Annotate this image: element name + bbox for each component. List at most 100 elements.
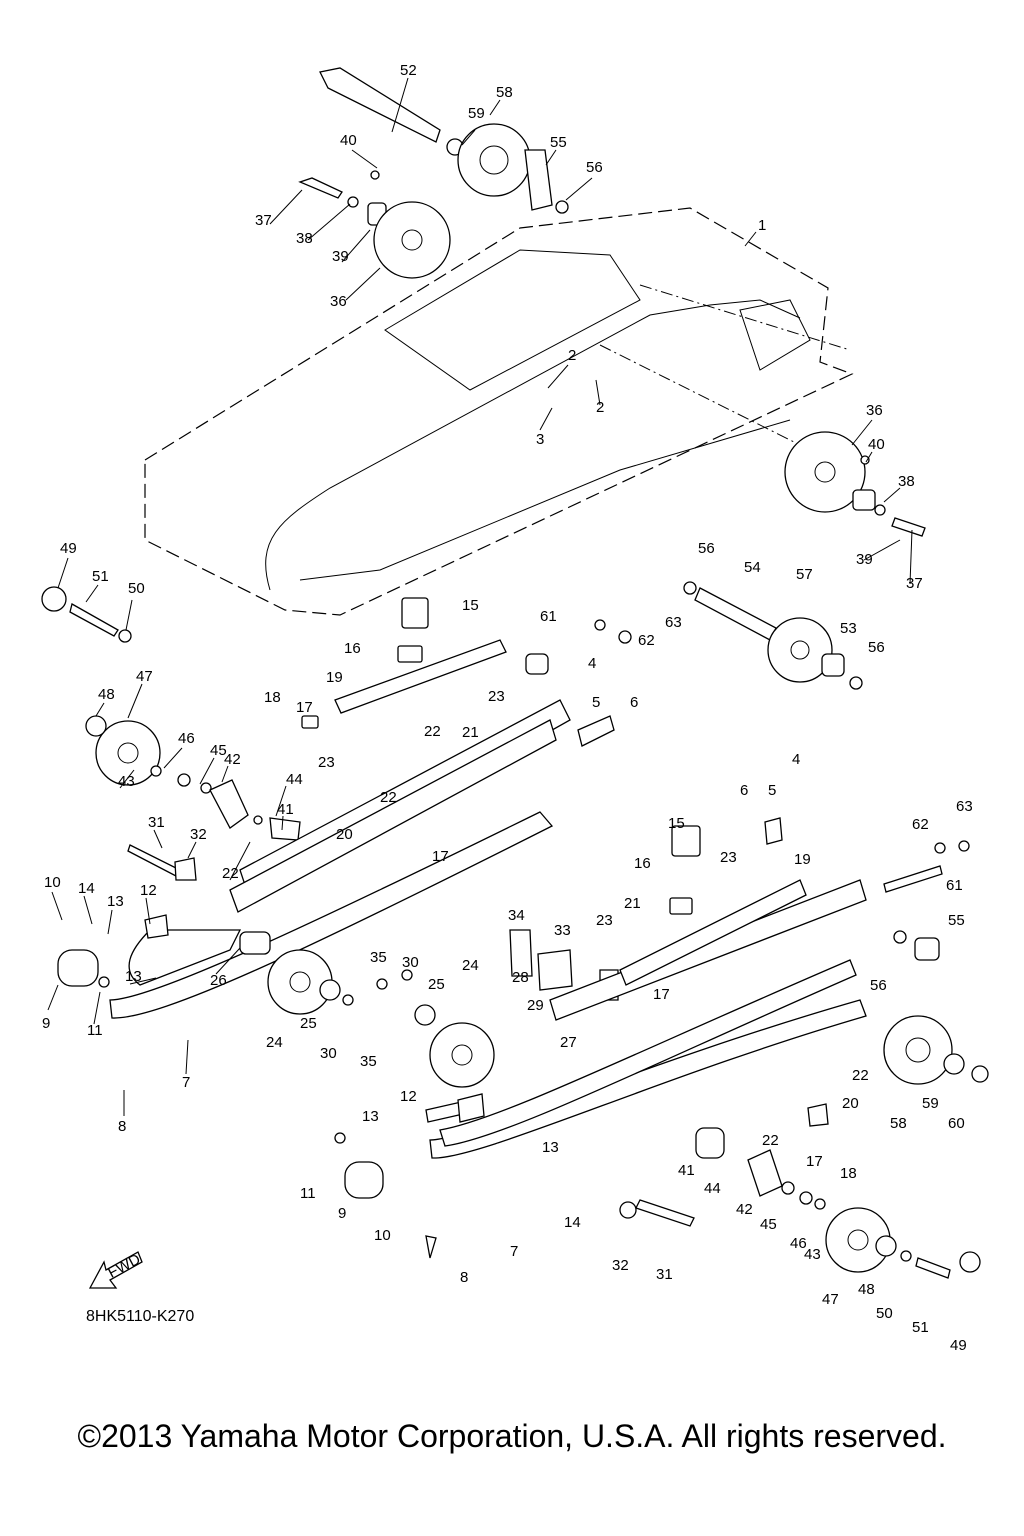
callout-23: 23 (720, 849, 737, 866)
callout-31: 31 (148, 814, 165, 831)
callout-41: 41 (277, 801, 294, 818)
callout-48: 48 (858, 1281, 875, 1298)
callout-11: 11 (87, 1022, 103, 1039)
callout-59: 59 (468, 105, 485, 122)
callout-32: 32 (612, 1257, 629, 1274)
leader-line (863, 539, 901, 561)
callout-40: 40 (340, 132, 357, 149)
callout-4: 4 (792, 751, 800, 768)
callout-52: 52 (400, 62, 417, 79)
callout-25: 25 (300, 1015, 317, 1032)
leader-line (545, 149, 557, 166)
callout-21: 21 (624, 895, 641, 912)
callout-11: 11 (300, 1185, 316, 1202)
callout-39: 39 (856, 551, 873, 568)
upper-idler-group (298, 67, 569, 279)
callout-31: 31 (656, 1266, 673, 1283)
callout-10: 10 (44, 874, 61, 891)
center-parts (509, 581, 863, 1001)
callout-61: 61 (946, 877, 963, 894)
callout-55: 55 (550, 134, 567, 151)
callout-46: 46 (178, 730, 195, 747)
leader-line (215, 947, 241, 975)
leader-line (461, 129, 476, 146)
callout-1: 1 (758, 217, 766, 234)
callout-17: 17 (296, 699, 313, 716)
callout-61: 61 (540, 608, 557, 625)
callout-20: 20 (336, 826, 353, 843)
leader-line (199, 757, 215, 785)
callout-20: 20 (842, 1095, 859, 1112)
callout-40: 40 (868, 436, 885, 453)
callout-23: 23 (488, 688, 505, 705)
callout-34: 34 (508, 907, 525, 924)
callout-56: 56 (698, 540, 715, 557)
leader-line (341, 229, 371, 263)
callout-62: 62 (638, 632, 655, 649)
callout-30: 30 (402, 954, 419, 971)
callout-27: 27 (560, 1034, 577, 1051)
callout-36: 36 (330, 293, 347, 310)
leader-line (125, 599, 133, 631)
leader-line (565, 177, 593, 201)
callout-23: 23 (318, 754, 335, 771)
leader-line (489, 99, 501, 116)
callout-12: 12 (400, 1088, 417, 1105)
leader-line (351, 149, 378, 169)
callout-47: 47 (136, 668, 153, 685)
callout-24: 24 (266, 1034, 283, 1051)
right-rail-assembly (334, 817, 989, 1279)
callout-41: 41 (678, 1162, 695, 1179)
leader-line (391, 77, 409, 133)
leader-line (307, 203, 351, 241)
callout-9: 9 (42, 1015, 50, 1032)
callout-2: 2 (568, 347, 576, 364)
fwd-arrow-icon: FWD (88, 1251, 143, 1289)
callout-14: 14 (564, 1214, 581, 1231)
callout-59: 59 (922, 1095, 939, 1112)
callout-43: 43 (804, 1246, 821, 1263)
callout-33: 33 (554, 922, 571, 939)
callout-46: 46 (790, 1235, 807, 1252)
callout-28: 28 (512, 969, 529, 986)
callout-15: 15 (462, 597, 479, 614)
leader-line (269, 189, 303, 225)
callout-21: 21 (462, 724, 479, 741)
callout-7: 7 (510, 1243, 518, 1260)
leader-line (51, 891, 63, 921)
leader-lines (47, 77, 913, 1116)
callout-36: 36 (866, 402, 883, 419)
leader-line (163, 747, 183, 769)
leader-line (57, 557, 69, 589)
callout-56: 56 (870, 977, 887, 994)
callout-12: 12 (140, 882, 157, 899)
callout-13: 13 (542, 1139, 559, 1156)
callout-63: 63 (956, 798, 973, 815)
leader-line (119, 769, 135, 789)
callout-45: 45 (210, 742, 227, 759)
callout-32: 32 (190, 826, 207, 843)
callout-42: 42 (224, 751, 241, 768)
callout-38: 38 (898, 473, 915, 490)
callout-5: 5 (592, 694, 600, 711)
leader-line (83, 895, 93, 925)
callout-17: 17 (653, 986, 670, 1003)
callout-26: 26 (210, 972, 227, 989)
callout-51: 51 (912, 1319, 929, 1336)
callout-5: 5 (768, 782, 776, 799)
callout-8: 8 (118, 1118, 126, 1135)
callout-19: 19 (794, 851, 811, 868)
leader-line (95, 702, 105, 717)
callout-8: 8 (460, 1269, 468, 1286)
callout-58: 58 (496, 84, 513, 101)
callout-13: 13 (107, 893, 124, 910)
callout-63: 63 (665, 614, 682, 631)
callout-16: 16 (634, 855, 651, 872)
callout-2: 2 (596, 399, 604, 416)
callout-30: 30 (320, 1045, 337, 1062)
leader-line (129, 977, 157, 985)
callout-55: 55 (948, 912, 965, 929)
callout-7: 7 (182, 1074, 190, 1091)
leader-line (221, 765, 229, 783)
callout-13: 13 (125, 968, 142, 985)
